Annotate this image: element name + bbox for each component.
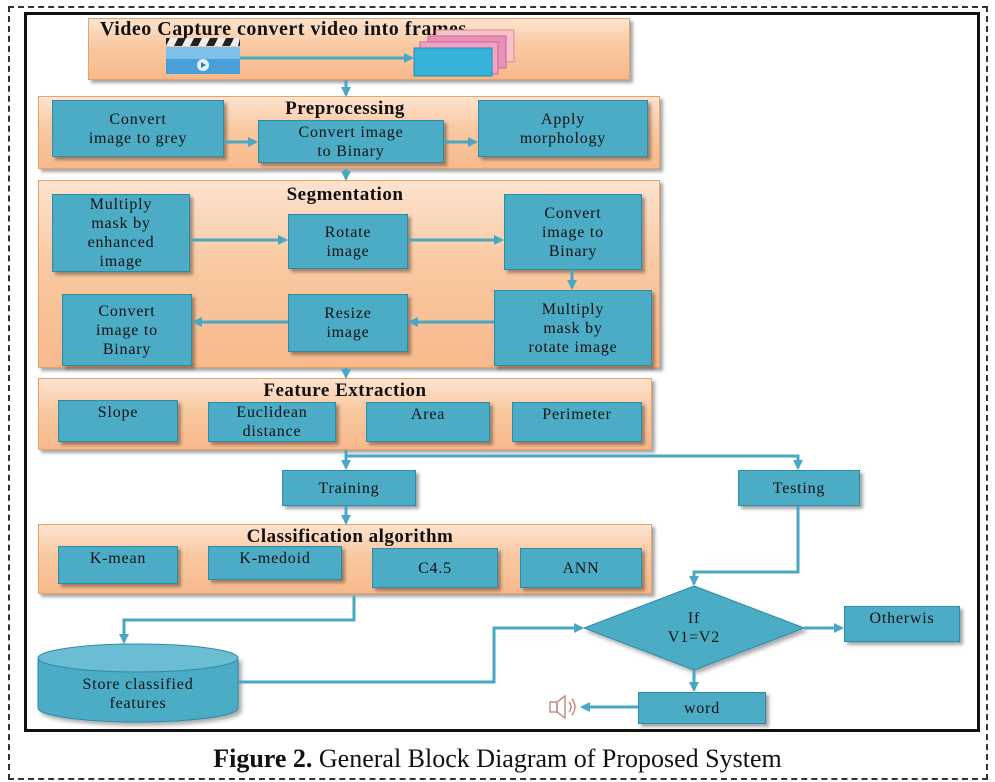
- step-convert-binary-2: Convert image to Binary: [504, 194, 642, 270]
- node-training: Training: [282, 470, 416, 506]
- frames-stack-icon: [413, 29, 515, 77]
- feature-euclidean: Euclidean distance: [208, 402, 336, 442]
- figure-caption: Figure 2. General Block Diagram of Propo…: [0, 744, 995, 774]
- figure-dashed-border: [8, 6, 988, 780]
- speaker-icon: [549, 694, 576, 720]
- node-store-classified: Store classified features: [82, 676, 194, 712]
- algo-kmedoid: K-medoid: [208, 546, 342, 580]
- step-multiply-enhanced: Multiply mask by enhanced image: [52, 194, 190, 272]
- algo-c45: C4.5: [372, 548, 498, 588]
- step-resize-image: Resize image: [288, 294, 408, 352]
- stage-title-features: Feature Extraction: [263, 380, 427, 401]
- node-otherwise: Otherwis: [844, 606, 960, 642]
- stage-title-classification: Classification algorithm: [246, 526, 454, 547]
- node-testing: Testing: [738, 470, 860, 506]
- node-decision: If V1=V2: [667, 610, 721, 646]
- step-convert-binary: Convert image to Binary: [258, 120, 444, 163]
- stage-title-segmentation: Segmentation: [286, 184, 404, 205]
- figure-label: Figure 2.: [213, 744, 313, 773]
- algo-ann: ANN: [520, 548, 642, 588]
- video-clip-icon: [166, 38, 240, 74]
- step-convert-grey: Convert image to grey: [52, 100, 224, 157]
- stage-title-preprocessing: Preprocessing: [285, 98, 405, 119]
- step-apply-morphology: Apply morphology: [478, 100, 648, 157]
- step-convert-binary-3: Convert image to Binary: [62, 294, 192, 366]
- algo-kmean: K-mean: [58, 546, 178, 584]
- step-rotate-image: Rotate image: [288, 214, 408, 269]
- feature-slope: Slope: [58, 400, 178, 442]
- feature-area: Area: [366, 402, 490, 442]
- step-multiply-rotate: Multiply mask by rotate image: [494, 290, 652, 366]
- feature-perimeter: Perimeter: [512, 402, 642, 442]
- node-word: word: [638, 692, 766, 724]
- figure-caption-text: General Block Diagram of Proposed System: [312, 744, 782, 773]
- stage-title-capture: Video Capture convert video into frames: [100, 18, 467, 40]
